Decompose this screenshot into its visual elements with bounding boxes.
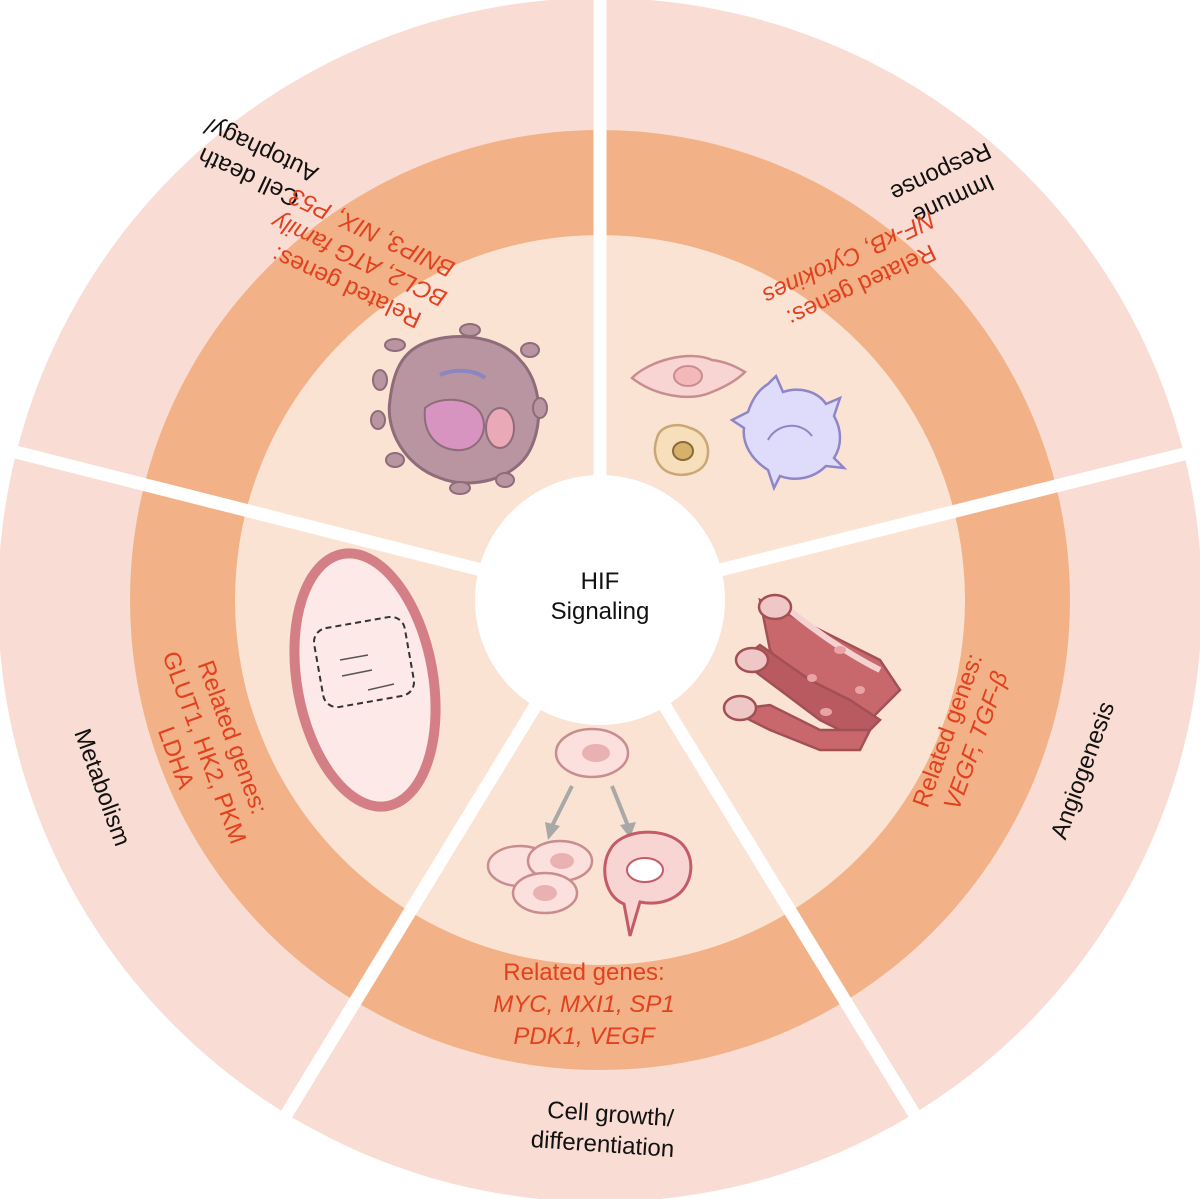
blood-vessels-icon — [722, 592, 902, 752]
center-hub — [475, 475, 725, 725]
red-blood-cell-icon — [289, 548, 441, 812]
apoptotic-cell-icon — [370, 323, 548, 495]
cell-differentiation-icon — [486, 727, 693, 937]
center-title-line-2: Signaling — [551, 598, 650, 625]
immune-cells-icon — [630, 354, 848, 492]
growth-genes-line-2: MYC, MXI1, SP1 — [493, 991, 674, 1018]
center-title-line-1: HIF — [581, 568, 620, 595]
growth-genes-line-3: PDK1, VEGF — [513, 1023, 656, 1050]
growth-genes-line-1: Related genes: — [503, 959, 664, 986]
